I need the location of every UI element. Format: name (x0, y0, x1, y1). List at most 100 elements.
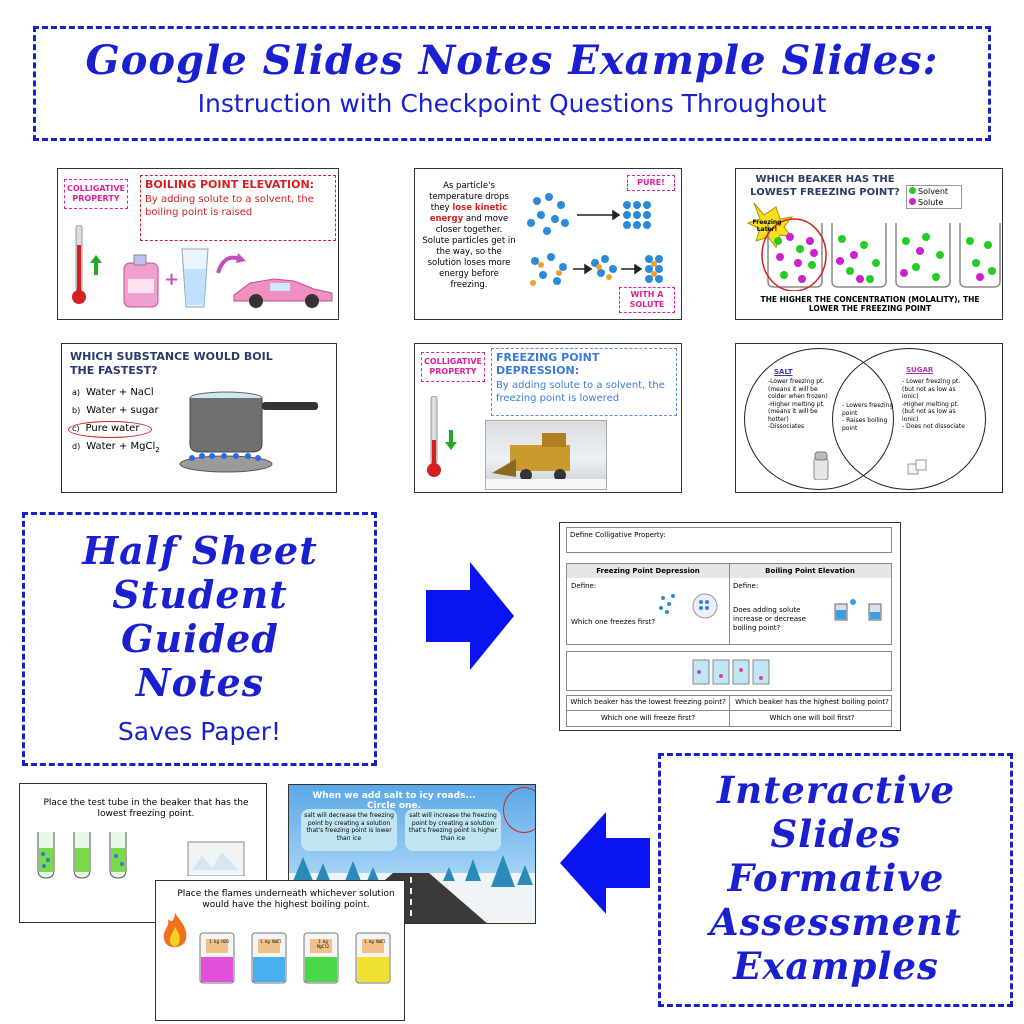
beaker-label: 1 kg NaCl (364, 939, 386, 944)
question-grid: Which beaker has the lowest freezing poi… (566, 695, 892, 727)
shared-item: - Lowers freezing point (842, 402, 894, 417)
beakers-thumb (691, 658, 771, 686)
beakers-diagram (740, 201, 1002, 291)
text-highlight: lose kinetic energy (429, 203, 508, 224)
question-lowest-freezing: Which beaker has the lowest freezing poi… (570, 698, 726, 706)
sugar-item: - Does not dissociate (902, 423, 965, 430)
sugar-item: - Lower freezing pt. (but not as low as … (902, 378, 961, 400)
beakers-row (566, 651, 892, 691)
snowplow-photo (485, 420, 607, 490)
flame-icon[interactable] (160, 911, 190, 953)
slide-title: When we add salt to icy roads... Circle … (312, 791, 476, 811)
question-boil-first: Which one will boil first? (769, 714, 855, 722)
beaker-photo (184, 840, 248, 876)
legend: Solvent Solute (906, 185, 962, 209)
solute-tag: WITH A SOLUTE (619, 287, 675, 313)
colligative-tag: COLLIGATIVE PROPERTY (64, 179, 128, 209)
question-freeze-first: Which one will freeze first? (600, 714, 696, 722)
arrow-up-icon (90, 255, 102, 275)
caption: THE HIGHER THE CONCENTRATION (MOLALITY),… (760, 295, 980, 313)
pot-on-stove-icon (176, 388, 326, 488)
col-divider (729, 696, 730, 726)
arrow-right-icon (426, 562, 514, 670)
particle-thumbs (657, 590, 723, 626)
sugar-item: -Higher melting pt. (but not as low as i… (902, 400, 959, 423)
antifreeze-jug-icon (120, 253, 162, 309)
column-divider (729, 564, 730, 644)
choice-increase[interactable]: salt will increase the freezing point by… (405, 809, 501, 851)
beaker-thumbs (833, 596, 885, 622)
choice-decrease[interactable]: salt will decrease the freezing point by… (301, 809, 397, 851)
curved-arrow-icon (216, 251, 246, 275)
sugar-title: SUGAR (906, 366, 934, 374)
beaker-label: 1 kg NaCl (260, 939, 282, 944)
slide-freezing-point: COLLIGATIVE PROPERTY FREEZING POINT DEPR… (414, 343, 682, 493)
define-box: Define Colligative Property: (566, 527, 892, 553)
red-circle-marker[interactable] (503, 787, 535, 833)
definition: By adding solute to a solvent, the freez… (496, 380, 665, 404)
define-prompt: Define Colligative Property: (570, 531, 666, 539)
choice-text: salt will increase the freezing point by… (408, 812, 498, 842)
text-part-a: As particle's temperature drops they (429, 181, 509, 213)
solution-beakers (196, 931, 396, 987)
salt-item: -Lower freezing pt. (means it will be co… (768, 378, 828, 400)
guided-notes-sheet: Define Colligative Property: Freezing Po… (559, 522, 901, 731)
salt-shaker-icon (812, 450, 830, 480)
heading: FREEZING POINT DEPRESSION: (496, 351, 600, 377)
saves-paper-label: Saves Paper! (117, 717, 282, 746)
comparison-table: Freezing Point Depression Boiling Point … (566, 563, 892, 645)
freezing-later-badge: Freezing Later! (752, 219, 782, 233)
interactive-box: Interactive Slides Formative Assessment … (658, 753, 1013, 1007)
header-bpe: Boiling Point Elevation (729, 564, 891, 578)
salt-item: -Dissociates (768, 423, 805, 430)
salt-item: -Higher melting pt. (means it will be ho… (768, 400, 825, 423)
question-highest-boiling: Which beaker has the highest boiling poi… (735, 698, 889, 706)
heading: BOILING POINT ELEVATION: (145, 178, 315, 191)
interactive-slide-flames: Place the flames underneath whichever so… (155, 880, 405, 1021)
option-c[interactable]: c)Pure water (68, 420, 182, 438)
slide-title: WHICH BEAKER HAS THE LOWEST FREEZING POI… (750, 174, 900, 198)
slide-boiling-point: COLLIGATIVE PROPERTY BOILING POINT ELEVA… (57, 168, 339, 320)
slide-title: WHICH SUBSTANCE WOULD BOIL THE FASTEST? (70, 350, 273, 377)
sugar-cubes-icon (906, 456, 928, 478)
pure-tag: PURE! (627, 175, 675, 191)
salt-list: -Lower freezing pt. (means it will be co… (768, 378, 834, 431)
header-box: Google Slides Notes Example Slides: Inst… (33, 26, 991, 141)
thermometer-icon (427, 396, 441, 478)
define-left: Define: (571, 582, 597, 590)
legend-solute: Solute (909, 197, 961, 208)
text-part-c: and move closer together. Solute particl… (422, 214, 516, 290)
slide-boil-fastest: WHICH SUBSTANCE WOULD BOIL THE FASTEST? … (61, 343, 337, 493)
definition: By adding solute to a solvent, the boili… (145, 194, 314, 218)
option-a[interactable]: a)Water + NaCl (72, 387, 154, 398)
pink-car-icon (230, 269, 336, 309)
explanation-text: As particle's temperature drops they los… (421, 181, 517, 291)
thermometer-icon (72, 225, 86, 305)
slide-title: BOILING POINT ELEVATION: By adding solut… (140, 175, 336, 241)
venn-right-circle (832, 348, 986, 490)
question-boiling: Does adding solute increase or decrease … (733, 606, 806, 632)
page-title: Google Slides Notes Example Slides: (85, 37, 939, 84)
sugar-list: - Lower freezing pt. (but not as low as … (902, 378, 972, 431)
beaker-label: 1 kg MgCl2 (316, 939, 330, 949)
instruction-text: Place the test tube in the beaker that h… (43, 798, 249, 819)
test-tubes-icon (32, 830, 142, 880)
options-list: a)Water + NaCl b)Water + sugar c)Pure wa… (68, 384, 182, 459)
define-right: Define: (733, 582, 759, 590)
half-sheet-box: Half Sheet Student Guided Notes Saves Pa… (22, 512, 377, 766)
option-b[interactable]: b)Water + sugar (72, 405, 159, 416)
choice-text: salt will decrease the freezing point by… (304, 812, 394, 842)
option-d[interactable]: d)Water + MgCl2 (72, 441, 160, 454)
question-freezes-first: Which one freezes first? (571, 618, 656, 626)
slide-particle-energy: As particle's temperature drops they los… (414, 168, 682, 320)
particle-diagram (523, 187, 673, 297)
instruction-text: Place the flames underneath whichever so… (177, 889, 395, 910)
arrow-left-icon (560, 812, 650, 914)
interactive-title: Interactive Slides Formative Assessment … (709, 768, 963, 988)
colligative-tag: COLLIGATIVE PROPERTY (421, 352, 485, 382)
legend-solvent: Solvent (909, 186, 961, 197)
page-subtitle: Instruction with Checkpoint Questions Th… (197, 89, 827, 118)
plus-icon: + (164, 269, 180, 290)
half-sheet-title: Half Sheet Student Guided Notes (82, 528, 318, 705)
slide-title: FREEZING POINT DEPRESSION: By adding sol… (491, 348, 677, 416)
